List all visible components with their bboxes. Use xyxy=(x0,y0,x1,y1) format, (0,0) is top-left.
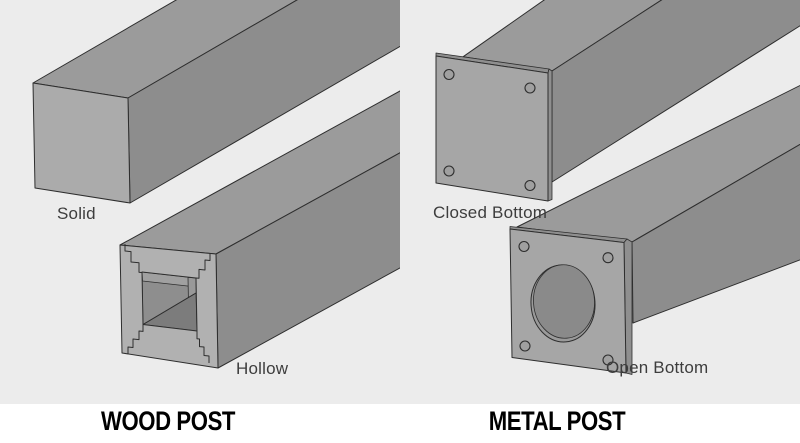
bolt-hole xyxy=(443,68,455,81)
closed-bottom-label: Closed Bottom xyxy=(433,203,548,222)
metal-post-group xyxy=(435,0,800,375)
solid-post-front-face xyxy=(32,82,131,204)
closed-plate-bolt-holes xyxy=(443,68,536,192)
footer-strip: WOOD POST METAL POST xyxy=(0,404,800,443)
open-bottom-label: Open Bottom xyxy=(606,358,709,377)
wood-post-title: WOOD POST xyxy=(100,406,236,436)
bolt-hole xyxy=(524,179,536,192)
bolt-hole xyxy=(602,252,614,264)
hollow-wood-post xyxy=(119,90,400,369)
step-joint-top-left xyxy=(124,244,143,274)
step-joint-bottom-left xyxy=(127,324,144,355)
open-bottom-metal-post xyxy=(509,84,800,375)
open-plate-bolt-holes xyxy=(518,240,614,366)
bolt-hole xyxy=(602,354,614,366)
step-joint-top-right xyxy=(195,253,211,279)
open-post-side-face xyxy=(631,143,800,324)
hollow-post-label: Hollow xyxy=(236,359,289,378)
solid-wood-post xyxy=(32,0,400,204)
step-joint-bottom-right xyxy=(196,331,210,363)
interior-diagonal-edge xyxy=(142,292,197,325)
wood-post-group xyxy=(32,0,400,369)
metal-post-title: METAL POST xyxy=(488,406,626,436)
hollow-post-interior xyxy=(141,271,198,332)
closed-post-base-plate xyxy=(435,52,553,202)
diagram-canvas xyxy=(32,0,800,375)
solid-post-label: Solid xyxy=(57,204,96,223)
bolt-hole xyxy=(518,240,530,253)
center-hole-opening xyxy=(533,264,595,339)
bolt-hole xyxy=(519,340,531,352)
open-plate-center-hole xyxy=(530,264,596,343)
closed-bottom-metal-post xyxy=(435,0,800,202)
closed-plate-front-face xyxy=(435,55,549,202)
open-post-base-plate xyxy=(509,226,633,375)
bolt-hole xyxy=(443,165,455,177)
corner-joint-steps xyxy=(124,244,211,363)
closed-plate-right-edge xyxy=(547,68,553,202)
bolt-hole xyxy=(524,82,536,94)
